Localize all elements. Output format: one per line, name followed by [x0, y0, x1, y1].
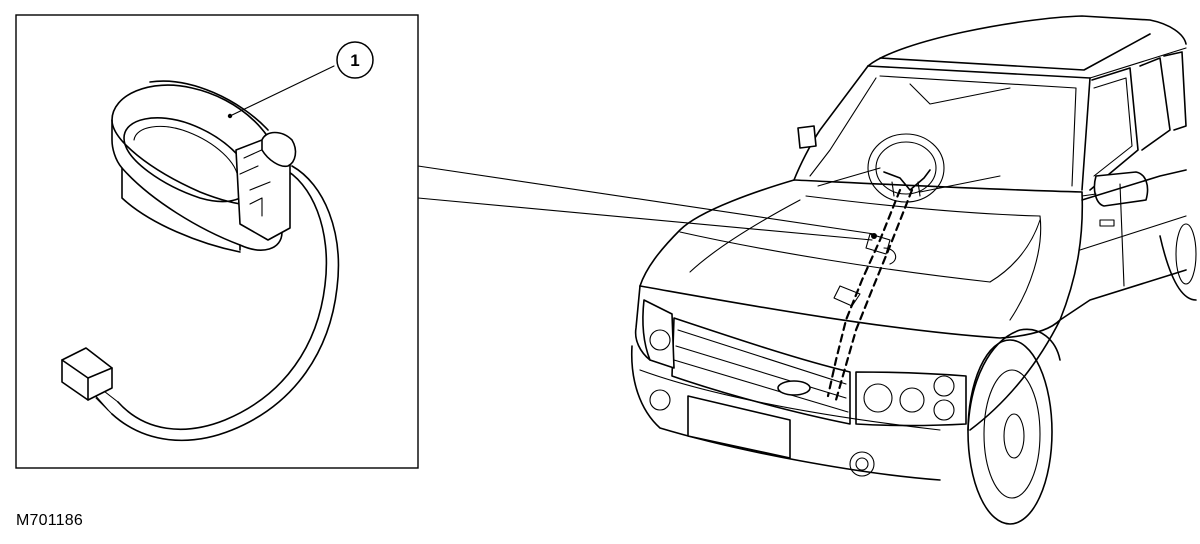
detail-projection-lines	[417, 165, 875, 241]
callout-1-bubble	[336, 41, 374, 79]
detail-inset-frame	[15, 14, 419, 469]
vehicle-illustration	[630, 15, 1197, 525]
callout-1-leader-dot	[227, 113, 233, 119]
callout-1: 1	[227, 41, 374, 119]
figure-id-label: M701186	[16, 512, 83, 529]
callout-1-number: 1	[350, 51, 359, 70]
clockspring-detail	[61, 80, 340, 442]
